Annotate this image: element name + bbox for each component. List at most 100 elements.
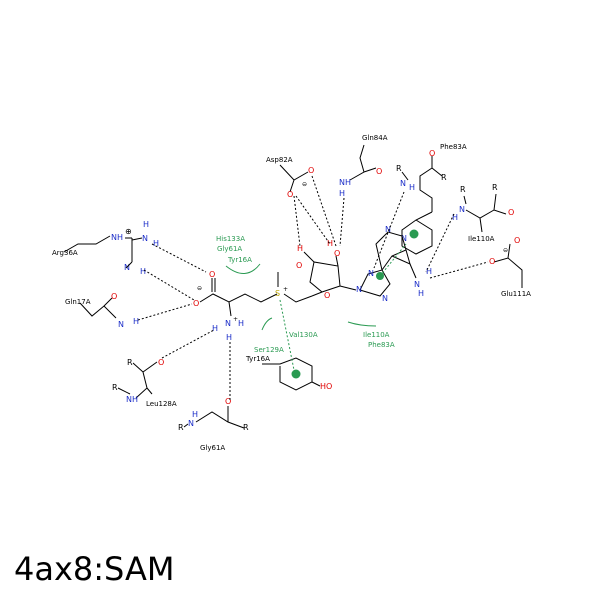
residue-arg36: Arg36A NH ⊕ N H H N H [52, 220, 159, 276]
hyd-phe83: Phe83A [368, 341, 395, 349]
pi-stack-phe83 [379, 243, 407, 277]
arg36-nh: NH [111, 233, 123, 242]
sam-s-plus: + [283, 286, 288, 293]
asp82-o2: O [287, 190, 293, 199]
phe83-ring-centroid [409, 229, 419, 239]
hbond-ile110-n6 [425, 213, 455, 273]
arg36-h3: H [140, 267, 146, 276]
sam-glycosidic [339, 285, 357, 291]
ile110-n: N [459, 205, 465, 214]
gly61-n: N [188, 419, 194, 428]
phe83-backbone [419, 156, 443, 212]
asp82-sidechain [279, 164, 309, 193]
sam-n6-h: H [418, 289, 424, 298]
phe83-r2: R [396, 164, 402, 173]
ile110-r2: R [492, 183, 498, 192]
phe83-o: O [429, 149, 435, 158]
residue-gln84: Gln84A O NH H [339, 134, 388, 198]
arg36-n1: N [142, 234, 148, 243]
hbond-asp82-o2p [293, 195, 301, 247]
gln17-n: N [118, 320, 124, 329]
sam-n: N [225, 319, 231, 328]
phe83-ring [401, 211, 433, 255]
sam-alpha-n [228, 301, 232, 317]
residue-leu128: Leu128A R O R NH [112, 358, 177, 408]
residue-asp82: Asp82A O O ⊖ [266, 156, 314, 199]
hydrogen-bonds [137, 175, 489, 400]
sam-ho3: H [327, 239, 333, 248]
gly61-o: O [225, 397, 231, 406]
sam-n6: N [414, 280, 420, 289]
gly61-h: H [192, 410, 198, 419]
hyd-arc-ile [347, 321, 377, 327]
label-ile110-top: Ile110A [468, 235, 495, 243]
glu111-o1: O [514, 236, 520, 245]
label-tyr16: Tyr16A [245, 355, 270, 363]
gln17-co [103, 297, 113, 307]
sam-n1: N [385, 225, 391, 234]
sam-o1: O [209, 270, 215, 279]
gln84-nh: NH [339, 178, 351, 187]
phe83-n: N [400, 179, 406, 188]
residue-glu111: Glu111A O O ⊖ [489, 236, 531, 298]
hbond-leu128-n [161, 329, 215, 359]
hydrophobic-contacts: His133A Gly61A Tyr16A Val130A Ser129A Il… [216, 235, 395, 354]
sam-o2p: O [296, 261, 302, 270]
residue-phe83: Phe83A O R R N H [396, 143, 467, 255]
gln17-h: H [133, 317, 139, 326]
leu128-r2-bond [117, 387, 131, 395]
gln17-sidechain [79, 302, 117, 319]
sam-o2: O [193, 299, 199, 308]
sam-nh2: H [226, 333, 232, 342]
gln84-h: H [339, 189, 345, 198]
hbond-asp82-o3p-a [295, 195, 331, 245]
glu111-o2: O [489, 257, 495, 266]
arg36-plus: ⊕ [125, 227, 132, 236]
sam-ribose-oh [303, 251, 339, 267]
label-arg36: Arg36A [52, 249, 78, 257]
leu128-r1: R [127, 358, 133, 367]
hbond-gln84-o3p [339, 197, 345, 247]
label-glu111: Glu111A [501, 290, 531, 298]
leu128-r2: R [112, 383, 118, 392]
label-gly61: Gly61A [200, 444, 225, 452]
tyr16-ho: HO [320, 382, 332, 391]
sam-n3: N [368, 269, 374, 278]
sam-nh3: H [238, 319, 244, 328]
tyr16-ring [262, 357, 321, 391]
label-leu128: Leu128A [146, 400, 177, 408]
phe83-r2-bond [401, 171, 409, 181]
arg36-h1: H [143, 220, 149, 229]
asp82-minus: ⊖ [302, 181, 307, 188]
asp82-o1: O [308, 166, 314, 175]
sam-n-plus: + [233, 316, 238, 323]
residue-gly61: Gly61A R H N O R [178, 397, 249, 452]
ile110-r1: R [460, 185, 466, 194]
hbond-phe83-n3 [373, 191, 405, 269]
hbond-gln17-o2 [137, 303, 193, 321]
arg36-guanidine [125, 237, 133, 262]
hyd-ser129: Ser129A [254, 346, 284, 354]
arg36-sidechain [63, 235, 111, 253]
gln17-o: O [111, 292, 117, 301]
sam-ring-o: O [324, 291, 330, 300]
arg36-h2: H [153, 239, 159, 248]
tyr16-ring-centroid [291, 369, 301, 379]
sam-n7: N [382, 294, 388, 303]
leu128-o: O [158, 358, 164, 367]
complex-title: 4ax8:SAM [14, 550, 175, 588]
sam-o3p: O [334, 249, 340, 258]
sam-n6-h2: H [426, 267, 432, 276]
hbond-asp82-o3p-b [311, 175, 337, 247]
label-gln17: Gln17A [65, 298, 91, 306]
hbond-arg36-o1 [151, 243, 207, 273]
hyd-gly61: Gly61A [217, 245, 242, 253]
glu111-sidechain [493, 243, 523, 288]
hyd-val130: Val130A [289, 331, 318, 339]
sam-c6-n6 [409, 263, 417, 279]
hbond-arg36-o2 [143, 269, 195, 301]
gln84-sidechain [349, 144, 377, 181]
sam-s-c5 [283, 293, 313, 303]
sam-chain [199, 278, 278, 303]
gly61-backbone [183, 406, 245, 429]
